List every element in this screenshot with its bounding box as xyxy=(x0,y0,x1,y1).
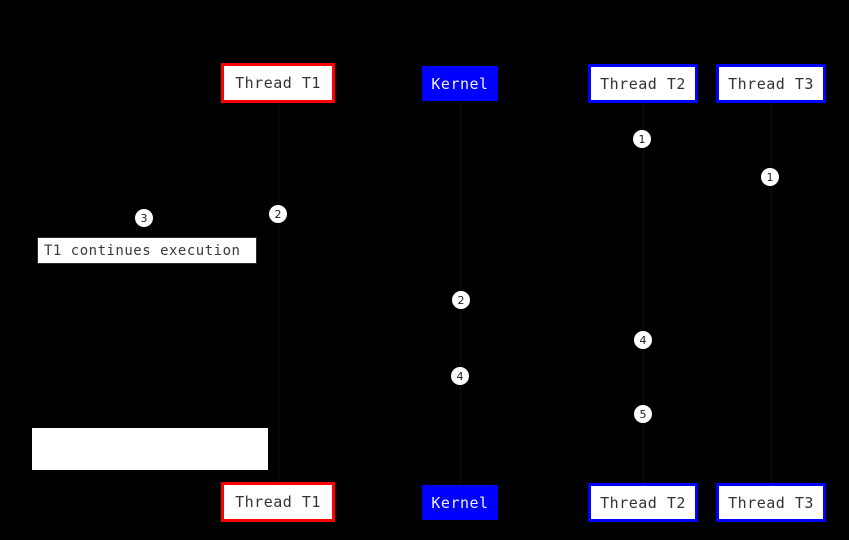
participant-label: Kernel xyxy=(431,74,489,93)
step-marker-thread-t1-3: 3 xyxy=(135,209,153,227)
lifeline-thread-t2 xyxy=(643,103,644,483)
note-text: T1 continues execution xyxy=(44,242,241,259)
participant-thread-t3-top[interactable]: Thread T3 xyxy=(716,64,826,103)
note-blank xyxy=(32,428,268,470)
participant-thread-t3-bottom[interactable]: Thread T3 xyxy=(716,483,826,522)
note-t1-continues: T1 continues execution xyxy=(37,237,257,264)
participant-label: Kernel xyxy=(431,493,489,512)
participant-kernel-top[interactable]: Kernel xyxy=(422,66,498,101)
participant-kernel-bottom[interactable]: Kernel xyxy=(422,485,498,520)
participant-label: Thread T1 xyxy=(235,493,321,511)
participant-label: Thread T2 xyxy=(600,74,686,93)
step-marker-kernel-4: 4 xyxy=(451,367,469,385)
step-marker-thread-t3-1: 1 xyxy=(761,168,779,186)
step-marker-thread-t2-1: 1 xyxy=(633,130,651,148)
step-marker-thread-t2-4: 4 xyxy=(634,331,652,349)
step-marker-kernel-2: 2 xyxy=(452,291,470,309)
participant-thread-t2-bottom[interactable]: Thread T2 xyxy=(588,483,698,522)
participant-thread-t2-top[interactable]: Thread T2 xyxy=(588,64,698,103)
participant-label: Thread T2 xyxy=(600,493,686,512)
participant-thread-t1-bottom[interactable]: Thread T1 xyxy=(221,482,335,522)
participant-thread-t1-top[interactable]: Thread T1 xyxy=(221,63,335,103)
step-marker-thread-t2-5: 5 xyxy=(634,405,652,423)
participant-label: Thread T1 xyxy=(235,74,321,92)
step-marker-thread-t1-2: 2 xyxy=(269,205,287,223)
lifeline-thread-t3 xyxy=(771,103,772,483)
participant-label: Thread T3 xyxy=(728,493,814,512)
participant-label: Thread T3 xyxy=(728,74,814,93)
lifeline-thread-t1 xyxy=(278,103,279,482)
